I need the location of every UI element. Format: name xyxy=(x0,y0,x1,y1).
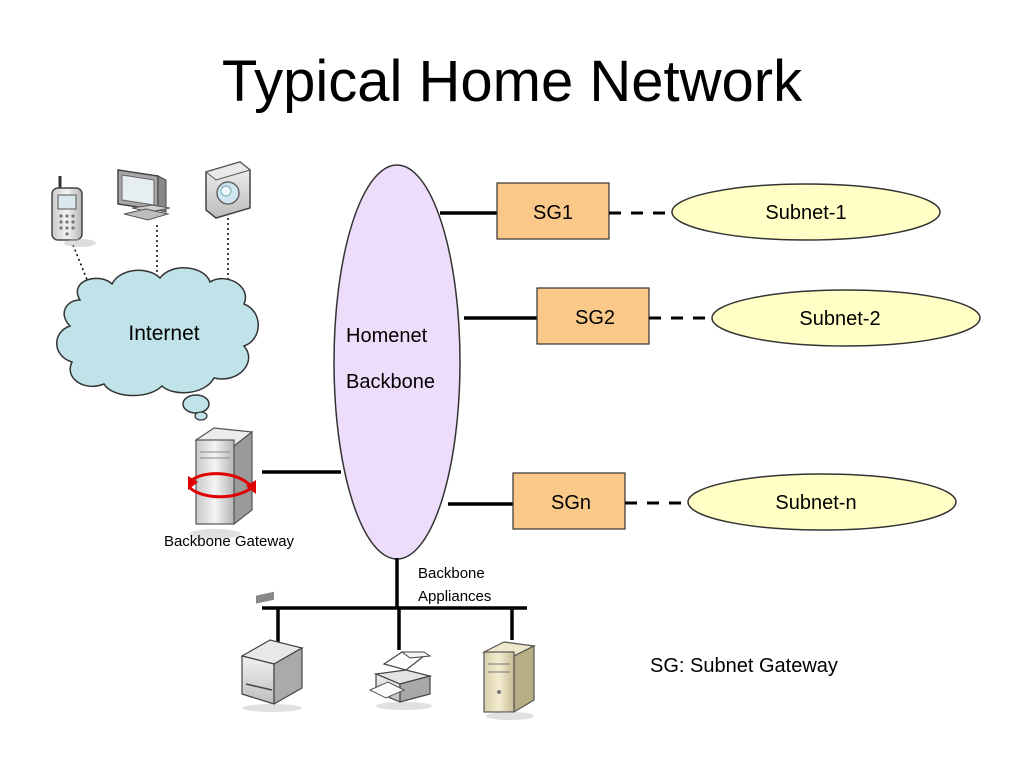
backbone-label-line1: Homenet xyxy=(346,325,428,347)
subnet-gateway-row-1: SG1 Subnet-1 xyxy=(440,182,941,241)
appliances-label-line1: Backbone xyxy=(418,565,485,582)
rotation-arrow-icon xyxy=(188,472,256,499)
sgn-label: SGn xyxy=(551,492,591,514)
monitor-icon xyxy=(117,169,171,221)
internet-cloud: Internet xyxy=(56,267,259,421)
subnet-1-label: Subnet-1 xyxy=(765,202,846,224)
phone-link xyxy=(72,244,93,293)
printer-icon xyxy=(368,651,433,710)
sgn-box xyxy=(512,472,626,530)
appliances-label-line2: Appliances xyxy=(418,588,491,605)
fax-machine-icon xyxy=(240,591,304,712)
webcam-icon xyxy=(204,161,252,219)
desktop-tower-icon xyxy=(481,641,537,720)
internet-label: Internet xyxy=(128,322,199,345)
mobile-phone-icon xyxy=(51,176,96,247)
legend-text: SG: Subnet Gateway xyxy=(650,655,838,677)
subnet-gateway-row-2: SG2 Subnet-2 xyxy=(464,287,981,347)
subnet-gateway-row-n: SGn Subnet-n xyxy=(448,472,957,531)
page-title: Typical Home Network xyxy=(221,49,803,114)
subnet-n-ellipse xyxy=(687,473,957,531)
sg2-box xyxy=(536,287,650,345)
sg2-label: SG2 xyxy=(575,307,615,329)
sg1-box xyxy=(496,182,610,240)
internet-device-links xyxy=(72,218,229,293)
appliance-bus xyxy=(262,558,527,650)
homenet-backbone: Homenet Backbone xyxy=(333,164,461,560)
subnet-1-ellipse xyxy=(671,183,941,241)
backbone-gateway-label: Backbone Gateway xyxy=(164,533,295,550)
backbone-label-line2: Backbone xyxy=(346,371,435,393)
subnet-2-label: Subnet-2 xyxy=(799,308,880,330)
server-icon xyxy=(188,427,256,539)
sg1-label: SG1 xyxy=(533,202,573,224)
subnet-2-ellipse xyxy=(711,289,981,347)
subnet-n-label: Subnet-n xyxy=(775,492,856,514)
